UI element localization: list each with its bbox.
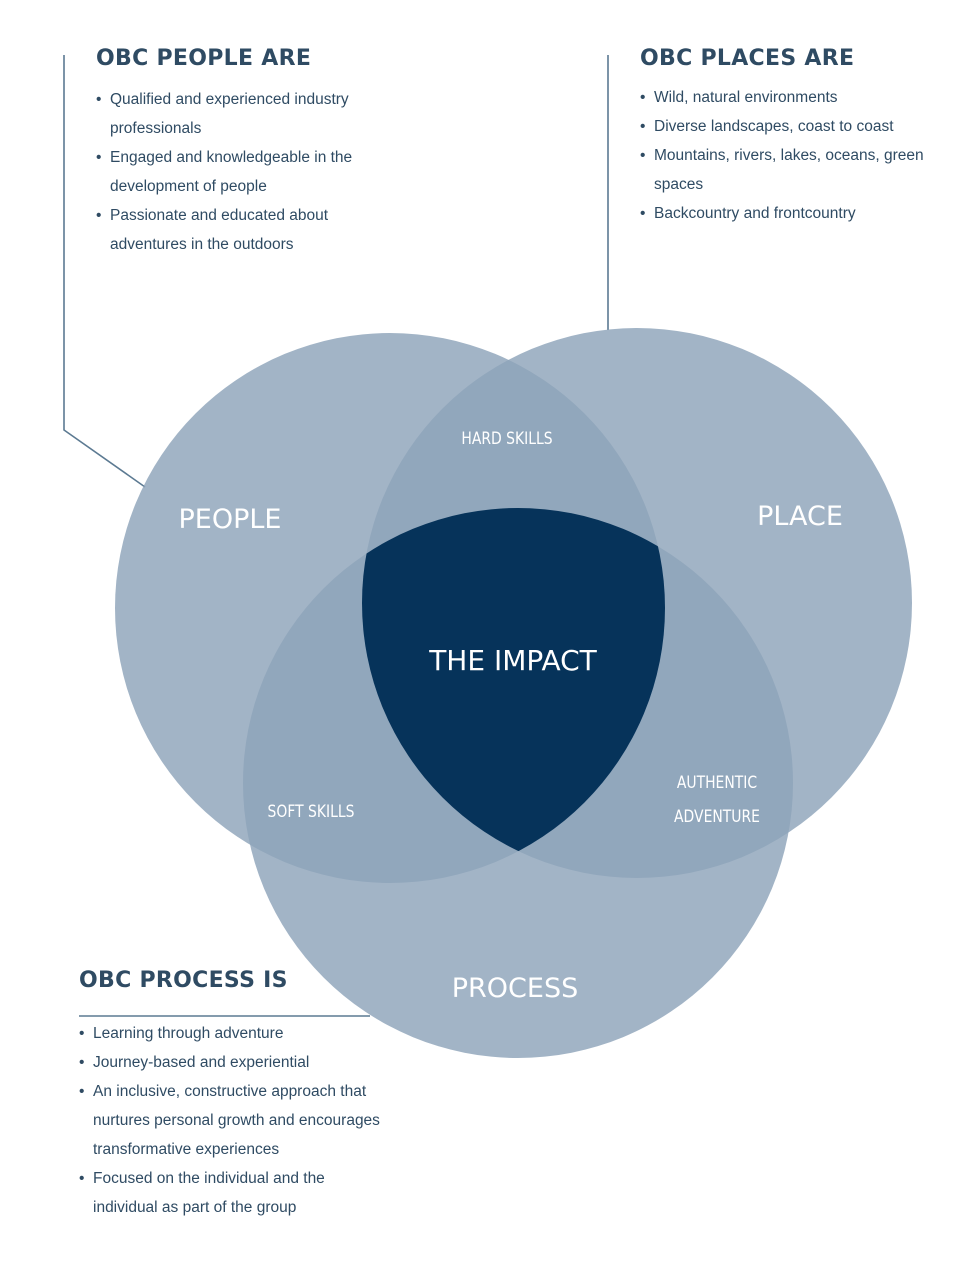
- list-item: Backcountry and frontcountry: [640, 199, 960, 228]
- authentic-adventure-label-line1: AUTHENTIC: [677, 773, 757, 793]
- list-item: An inclusive, constructive approach that…: [79, 1077, 383, 1164]
- list-item: Wild, natural environments: [640, 83, 960, 112]
- impact-label: THE IMPACT: [428, 644, 597, 677]
- people-label: PEOPLE: [179, 504, 282, 535]
- impact-center-region: [362, 508, 665, 878]
- people-connector-line: [63, 55, 146, 488]
- people-panel: OBC PEOPLE ARE Qualified and experienced…: [96, 46, 396, 259]
- list-item: Journey-based and experiential: [79, 1048, 399, 1077]
- places-panel-title: OBC PLACES ARE: [640, 46, 855, 71]
- process-panel: OBC PROCESS IS Learning through adventur…: [79, 968, 399, 1222]
- places-panel: OBC PLACES ARE Wild, natural environment…: [640, 46, 960, 228]
- list-item: Passionate and educated about adventures…: [96, 201, 396, 259]
- authentic-adventure-label-line2: ADVENTURE: [674, 807, 760, 827]
- people-list: Qualified and experienced industry profe…: [96, 85, 396, 259]
- place-label: PLACE: [757, 501, 843, 532]
- list-item: Learning through adventure: [79, 1019, 399, 1048]
- list-item: Focused on the individual and the indivi…: [79, 1164, 343, 1222]
- list-item: Diverse landscapes, coast to coast: [640, 112, 960, 141]
- places-list: Wild, natural environments Diverse lands…: [640, 83, 960, 228]
- soft-skills-label: SOFT SKILLS: [268, 802, 355, 822]
- people-panel-title: OBC PEOPLE ARE: [96, 46, 312, 71]
- list-item: Engaged and knowledgeable in the develop…: [96, 143, 396, 201]
- list-item: Mountains, rivers, lakes, oceans, green …: [640, 141, 960, 199]
- hard-skills-label: HARD SKILLS: [461, 429, 552, 449]
- process-label: PROCESS: [452, 973, 578, 1004]
- list-item: Qualified and experienced industry profe…: [96, 85, 396, 143]
- process-panel-title: OBC PROCESS IS: [79, 968, 288, 993]
- process-list: Learning through adventure Journey-based…: [79, 1019, 399, 1222]
